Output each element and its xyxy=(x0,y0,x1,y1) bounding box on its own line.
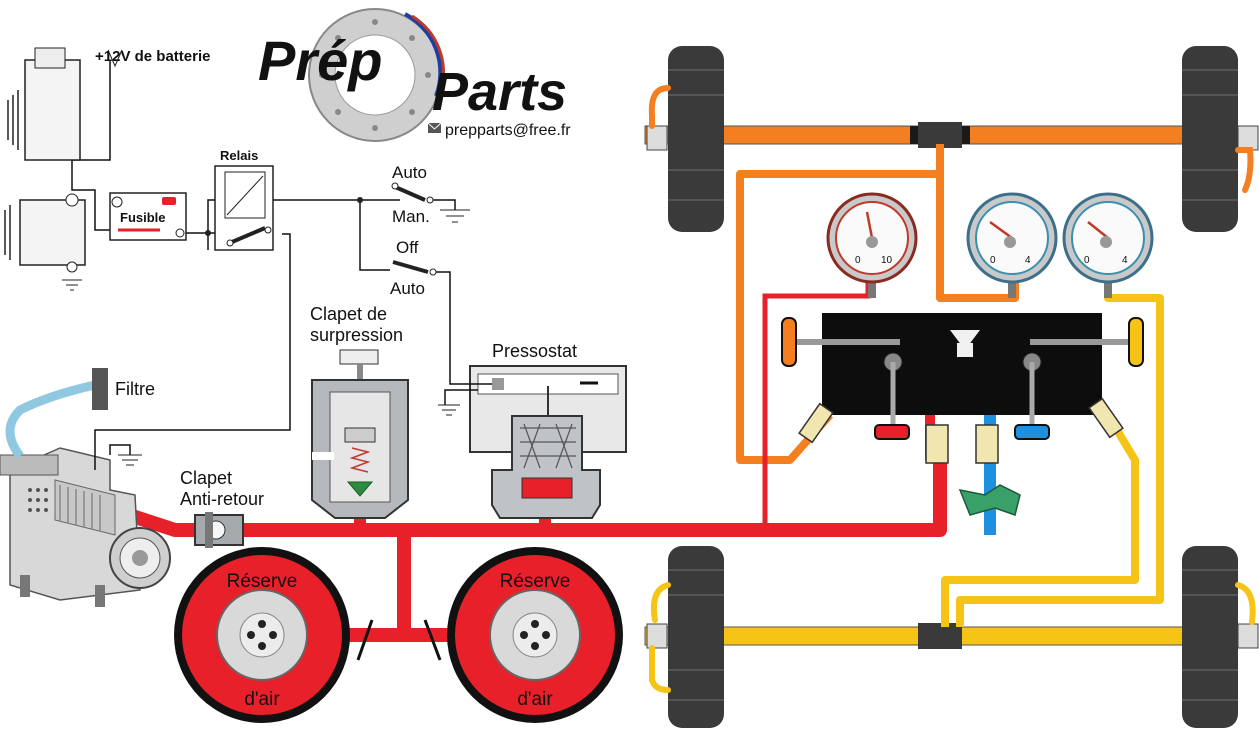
fuse: Fusible xyxy=(109,192,187,241)
check-valve-label-2: Anti-retour xyxy=(180,489,264,509)
email-icon xyxy=(428,123,441,133)
svg-text:Man.: Man. xyxy=(392,207,430,226)
switch-auto-manual: Auto Man. xyxy=(391,163,470,226)
pressure-gauge-front: 0 4 xyxy=(966,192,1058,298)
check-valve-label-1: Clapet xyxy=(180,468,232,488)
starter-motor xyxy=(4,47,123,291)
air-reservoir-right: Réserve d'air xyxy=(447,547,623,723)
svg-text:0: 0 xyxy=(855,255,861,266)
pressure-gauge-main: 0 10 xyxy=(826,192,918,298)
svg-text:Off: Off xyxy=(396,238,419,257)
svg-text:4: 4 xyxy=(1122,255,1128,266)
brand-email: prepparts@free.fr xyxy=(445,122,571,139)
pressure-switch xyxy=(469,365,627,519)
svg-text:0: 0 xyxy=(990,255,996,266)
wheel-rear-left xyxy=(646,546,724,728)
svg-text:Relais: Relais xyxy=(220,148,258,163)
tank-valves xyxy=(356,619,442,661)
air-reservoir-left: Réserve d'air xyxy=(174,547,350,723)
check-valve xyxy=(194,512,244,548)
relief-valve-label-1: Clapet de xyxy=(310,304,387,324)
svg-text:4: 4 xyxy=(1025,255,1031,266)
rear-axle xyxy=(644,623,1256,649)
svg-text:Réserve: Réserve xyxy=(227,571,298,592)
brand-logo: Prép Parts prepparts@free.fr xyxy=(258,8,571,142)
wheel-front-left xyxy=(646,46,724,232)
brand-word-1: Prép xyxy=(258,29,383,92)
pressure-switch-label: Pressostat xyxy=(492,341,577,361)
svg-text:Fusible: Fusible xyxy=(120,210,166,225)
airbag-hoses xyxy=(648,85,1256,693)
svg-text:d'air: d'air xyxy=(517,689,553,710)
ground-symbols xyxy=(118,404,460,466)
pressure-gauge-rear: 0 4 xyxy=(1062,192,1154,298)
front-axle xyxy=(644,122,1256,148)
svg-text:Auto: Auto xyxy=(392,163,427,182)
filter-label: Filtre xyxy=(115,379,155,399)
valve-block xyxy=(781,313,1144,464)
wiring xyxy=(71,60,492,470)
exhaust-valve-knob xyxy=(1014,424,1050,440)
wheel-front-right xyxy=(1182,46,1259,232)
brand-word-2: Parts xyxy=(432,62,567,122)
battery-label: +12V de batterie xyxy=(95,48,210,65)
inlet-valve-knob xyxy=(874,424,910,440)
switch-off-auto: Off Auto xyxy=(390,238,437,298)
svg-text:10: 10 xyxy=(881,255,893,266)
svg-text:d'air: d'air xyxy=(244,689,280,710)
relief-valve-label-2: surpression xyxy=(310,325,403,345)
wheel-rear-right xyxy=(1182,546,1259,728)
relief-valve xyxy=(311,349,409,519)
svg-text:Réserve: Réserve xyxy=(500,571,571,592)
relay: Relais xyxy=(205,148,363,251)
svg-text:0: 0 xyxy=(1084,255,1090,266)
compressor xyxy=(0,368,171,607)
svg-text:Auto: Auto xyxy=(390,279,425,298)
